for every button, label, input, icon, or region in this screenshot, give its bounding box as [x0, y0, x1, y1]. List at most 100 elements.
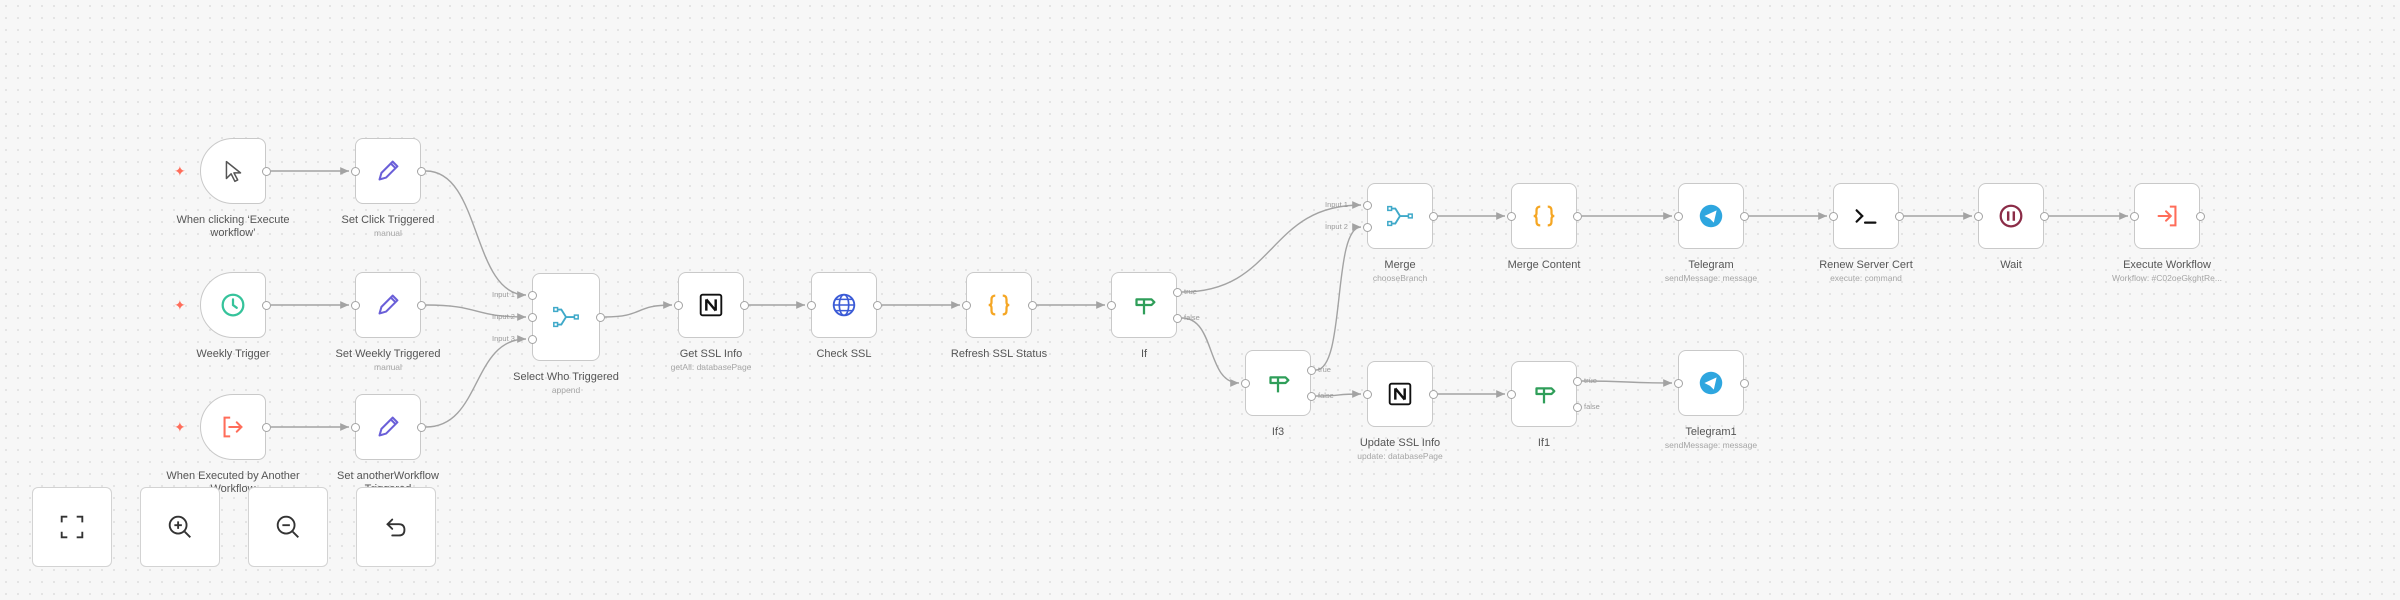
output-port[interactable] — [2039, 211, 2049, 221]
merge-icon — [553, 306, 579, 328]
output-port-true[interactable] — [1306, 365, 1316, 375]
port-label-false: false — [1318, 391, 1334, 400]
node-get-ssl-info[interactable] — [678, 272, 744, 338]
node-set-weekly-triggered[interactable] — [355, 272, 421, 338]
output-port[interactable] — [261, 422, 271, 432]
input-port[interactable] — [527, 290, 537, 300]
node-telegram1[interactable] — [1678, 350, 1744, 416]
output-port[interactable] — [1027, 300, 1037, 310]
input-port[interactable] — [527, 312, 537, 322]
node-when-clicking-execute-workflow[interactable] — [200, 138, 266, 204]
output-port-false[interactable] — [1572, 402, 1582, 412]
input-port[interactable] — [1673, 211, 1683, 221]
output-port[interactable] — [2195, 211, 2205, 221]
node-if1[interactable] — [1511, 361, 1577, 427]
node-check-ssl[interactable] — [811, 272, 877, 338]
connection-n11-n13[interactable] — [1181, 201, 1362, 293]
node-label: Get SSL Info — [679, 348, 743, 360]
output-port-false[interactable] — [1306, 391, 1316, 401]
input-port[interactable] — [350, 166, 360, 176]
zoom-out-button[interactable] — [248, 487, 328, 567]
connection-n6-n7[interactable] — [425, 335, 527, 428]
connection-n20-n21[interactable] — [1581, 379, 1673, 387]
node-select-who-triggered[interactable] — [532, 273, 600, 361]
connection-n2-n7[interactable] — [425, 170, 527, 299]
connection-n7-n8[interactable] — [604, 301, 673, 318]
undo-icon — [386, 518, 406, 537]
node-if[interactable] — [1111, 272, 1177, 338]
node-merge-content[interactable] — [1511, 183, 1577, 249]
node-subtitle: chooseBranch — [1372, 273, 1428, 283]
input-port[interactable] — [1362, 389, 1372, 399]
input-port[interactable] — [1828, 211, 1838, 221]
connection-n11-n12[interactable] — [1181, 317, 1240, 387]
output-port-true[interactable] — [1572, 376, 1582, 386]
output-port[interactable] — [1739, 211, 1749, 221]
output-port-true[interactable] — [1172, 287, 1182, 297]
output-port[interactable] — [1428, 211, 1438, 221]
pencil-icon — [378, 294, 399, 315]
node-label: Telegram1 — [1685, 426, 1737, 438]
zoom-in-button[interactable] — [140, 487, 220, 567]
input-port[interactable] — [806, 300, 816, 310]
node-wait[interactable] — [1978, 183, 2044, 249]
connection-n12-n13[interactable] — [1315, 223, 1362, 371]
node-label: Set Weekly Triggered — [335, 348, 441, 360]
node-if3[interactable] — [1245, 350, 1311, 416]
node-weekly-trigger[interactable] — [200, 272, 266, 338]
output-port[interactable] — [1572, 211, 1582, 221]
terminal-icon — [1855, 209, 1877, 224]
input-port[interactable] — [350, 422, 360, 432]
input-port[interactable] — [1362, 222, 1372, 232]
output-port[interactable] — [261, 166, 271, 176]
node-when-executed-by-another-workflow[interactable] — [200, 394, 266, 460]
node-label: Weekly Trigger — [196, 348, 270, 360]
connection-n12-n19[interactable] — [1315, 390, 1362, 398]
input-port[interactable] — [1973, 211, 1983, 221]
input-port[interactable] — [1240, 378, 1250, 388]
output-port[interactable] — [416, 300, 426, 310]
node-subtitle: append — [551, 385, 581, 395]
node-renew-server-cert[interactable] — [1833, 183, 1899, 249]
input-port[interactable] — [1673, 378, 1683, 388]
fit-view-button[interactable] — [32, 487, 112, 567]
input-port[interactable] — [961, 300, 971, 310]
zoom-in-icon — [168, 515, 191, 538]
output-port[interactable] — [416, 422, 426, 432]
node-merge[interactable] — [1367, 183, 1433, 249]
input-port[interactable] — [1506, 389, 1516, 399]
node-label: Refresh SSL Status — [950, 348, 1048, 360]
node-execute-workflow[interactable] — [2134, 183, 2200, 249]
output-port[interactable] — [1894, 211, 1904, 221]
output-port[interactable] — [872, 300, 882, 310]
output-port[interactable] — [595, 312, 605, 322]
output-port[interactable] — [739, 300, 749, 310]
if-icon — [1269, 376, 1290, 393]
output-port-false[interactable] — [1172, 313, 1182, 323]
connection-n4-n7[interactable] — [425, 304, 527, 321]
node-set-click-triggered[interactable] — [355, 138, 421, 204]
input-port[interactable] — [673, 300, 683, 310]
node-update-ssl-info[interactable] — [1367, 361, 1433, 427]
input-port[interactable] — [1362, 200, 1372, 210]
merge-icon — [1387, 205, 1413, 227]
node-refresh-ssl-status[interactable] — [966, 272, 1032, 338]
node-set-anotherworkflow-triggered[interactable] — [355, 394, 421, 460]
code-icon — [1533, 205, 1555, 227]
node-telegram[interactable] — [1678, 183, 1744, 249]
reset-zoom-button[interactable] — [356, 487, 436, 567]
input-port[interactable] — [527, 334, 537, 344]
input-port[interactable] — [1106, 300, 1116, 310]
input-port[interactable] — [350, 300, 360, 310]
input-port[interactable] — [1506, 211, 1516, 221]
output-port[interactable] — [416, 166, 426, 176]
input-port[interactable] — [2129, 211, 2139, 221]
node-label: If3 — [1271, 426, 1285, 438]
output-port[interactable] — [1739, 378, 1749, 388]
output-port[interactable] — [1428, 389, 1438, 399]
cursor-icon — [225, 160, 242, 183]
pencil-icon — [378, 416, 399, 437]
output-port[interactable] — [261, 300, 271, 310]
